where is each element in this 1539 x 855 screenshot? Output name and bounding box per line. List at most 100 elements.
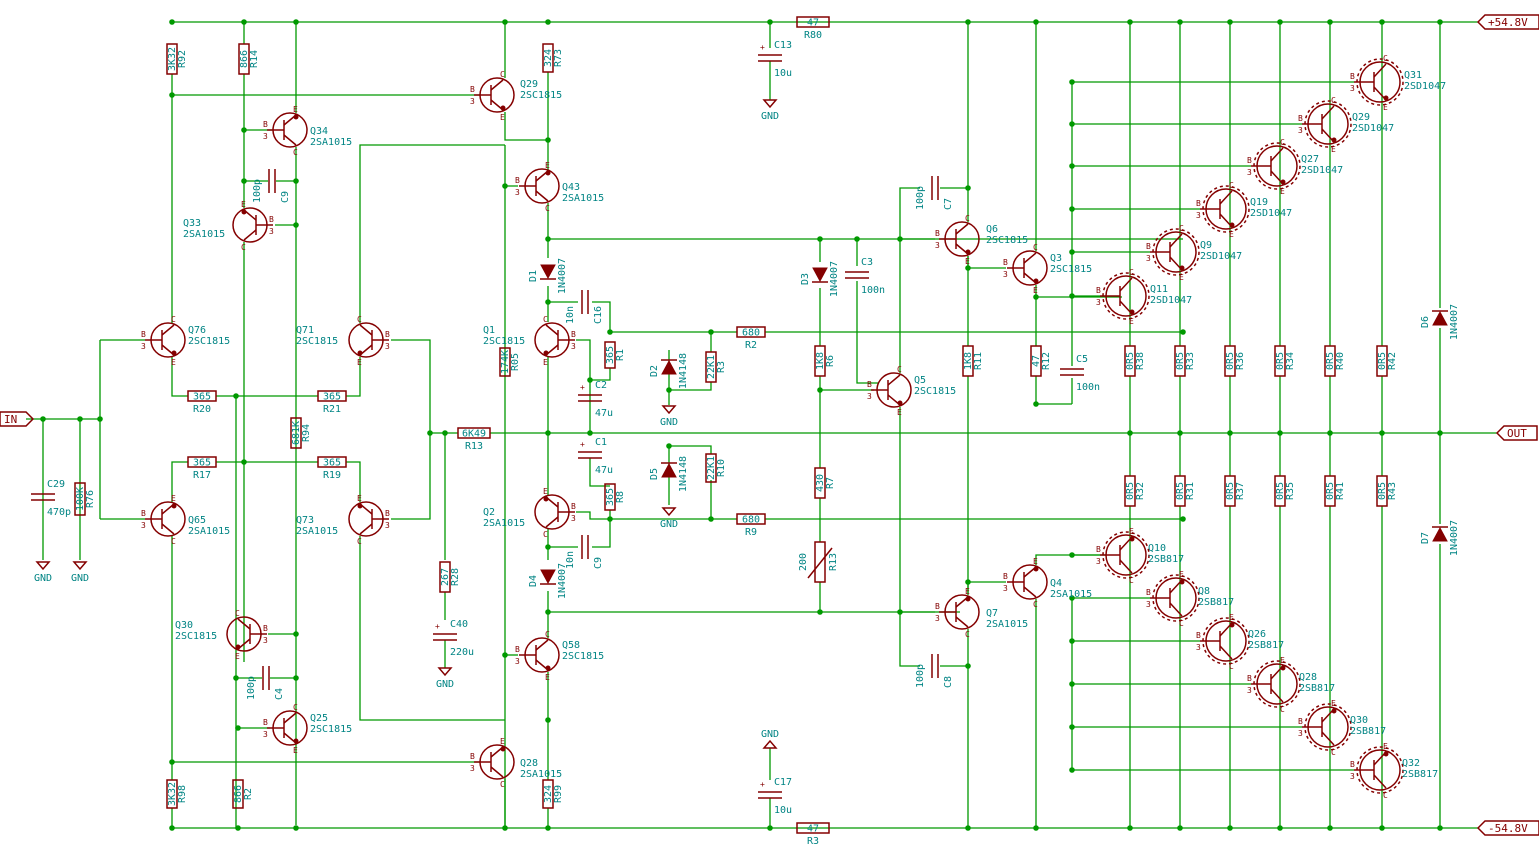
pin-bottom: C [1229,662,1234,671]
pin-bottom: C [500,780,505,789]
pin-3: 3 [1196,643,1201,652]
wire [592,519,611,548]
transistor-q29a-ref: Q29 [520,79,538,90]
pin-b: B [263,624,268,633]
resistor-body [705,351,717,383]
resistor-body [238,43,250,75]
junction-dot [1227,430,1233,436]
pin-3: 3 [141,342,146,351]
transistor-q7-ref: Q7 [986,608,998,619]
resistor-r20 [187,390,217,402]
pin-bottom: C [1331,748,1336,757]
transistor-q30a [226,616,267,652]
transistor-q28a-ref: Q28 [520,758,538,769]
pin-bottom: C [543,530,548,539]
ground-triangle [35,561,51,571]
resistor-body [187,390,217,402]
emitter-arrow [1280,665,1286,671]
resistor-r19 [317,456,347,468]
pin-top: C [543,315,548,324]
junction-dot [293,19,299,25]
junction-dot [1069,552,1075,558]
pin-top: E [1033,557,1038,566]
resistor-r2b-value: 866 [233,785,244,803]
resistor-r94 [290,417,302,449]
port-vpos-text: +54.8V [1488,16,1528,29]
pin-top: E [171,494,176,503]
resistor-r43-value: 0R5 [1377,482,1388,500]
diode-triangle [812,267,828,283]
pin-bottom: E [1033,286,1038,295]
resistor-body [542,779,554,809]
resistor-r12 [1030,345,1042,377]
resistor-r10 [705,453,717,483]
junction-dot [1177,430,1183,436]
transistor-q26-ref: Q26 [1248,629,1266,640]
junction-dot [587,430,593,436]
junction-dot [1379,430,1385,436]
top-lead [955,223,969,235]
resistor-r12-value: 47 [1031,355,1042,367]
bottom-lead [1373,774,1387,789]
resistor-r7 [814,467,826,499]
resistor-r3 [705,351,717,383]
bottom-lead [490,766,504,778]
diode-triangle [661,462,677,478]
junction-dot [965,579,971,585]
pin-top: C [235,609,240,618]
pin-3: 3 [1350,84,1355,93]
ground-symbol [437,667,453,677]
transistor-q5-value: 2SC1815 [914,386,956,397]
resistor-body [1174,345,1186,377]
port-shape [1476,14,1539,30]
resistor-r73-value: 324 [543,49,554,67]
cap-c9b [581,535,589,559]
transistor-q33-value: 2SA1015 [183,229,225,240]
pin-3: 3 [1003,270,1008,279]
pin-b: B [1196,199,1201,208]
port-out [1495,425,1538,441]
resistor-r3b-ref: R3 [807,836,819,847]
ground-triangle [72,561,88,571]
transistor-q29a-value: 2SC1815 [520,90,562,101]
pin-bottom: C [357,537,362,546]
diode-d5-ref: D5 [649,468,660,480]
resistor-r99-ref: R99 [553,785,564,803]
pin-b: B [1096,545,1101,554]
wire [1035,285,1122,298]
pin-bottom: E [235,652,240,661]
pin-top: C [171,315,176,324]
junction-dot [502,19,508,25]
cap-c29 [31,493,55,501]
cap-c5 [1060,368,1084,376]
emitter-arrow [1033,566,1039,572]
pin-b: B [515,645,520,654]
ground-symbol [661,405,677,415]
junction-dot [607,329,613,335]
emitter-arrow [1331,708,1337,714]
transistor-q3 [1007,250,1048,286]
transistor-q34-ref: Q34 [310,126,328,137]
transistor-q8 [1150,574,1200,622]
transistor-q8-value: 2SB817 [1198,597,1234,608]
junction-dot [587,377,593,383]
junction-dot [666,387,672,393]
pin-b: B [1146,588,1151,597]
emitter-arrow [545,170,551,176]
transistor-q6-value: 2SC1815 [986,235,1028,246]
transistor-q11-value: 2SD1047 [1150,295,1192,306]
ground-symbol [762,739,778,749]
wire [669,445,712,454]
resistor-r11-value: 1K8 [963,352,974,370]
top-lead [887,374,901,386]
junction-dot [1277,19,1283,25]
transistor-q19-ref: Q19 [1250,197,1268,208]
trimmer-arrow [807,547,833,579]
transistor-q2-value: 2SA1015 [483,518,525,529]
junction-dot [965,663,971,669]
resistor-r43-ref: R43 [1387,482,1398,500]
transistor-q10 [1100,531,1150,579]
transistor-q7-value: 2SA1015 [986,619,1028,630]
bottom-lead [161,523,175,535]
bottom-lead [1270,688,1284,703]
